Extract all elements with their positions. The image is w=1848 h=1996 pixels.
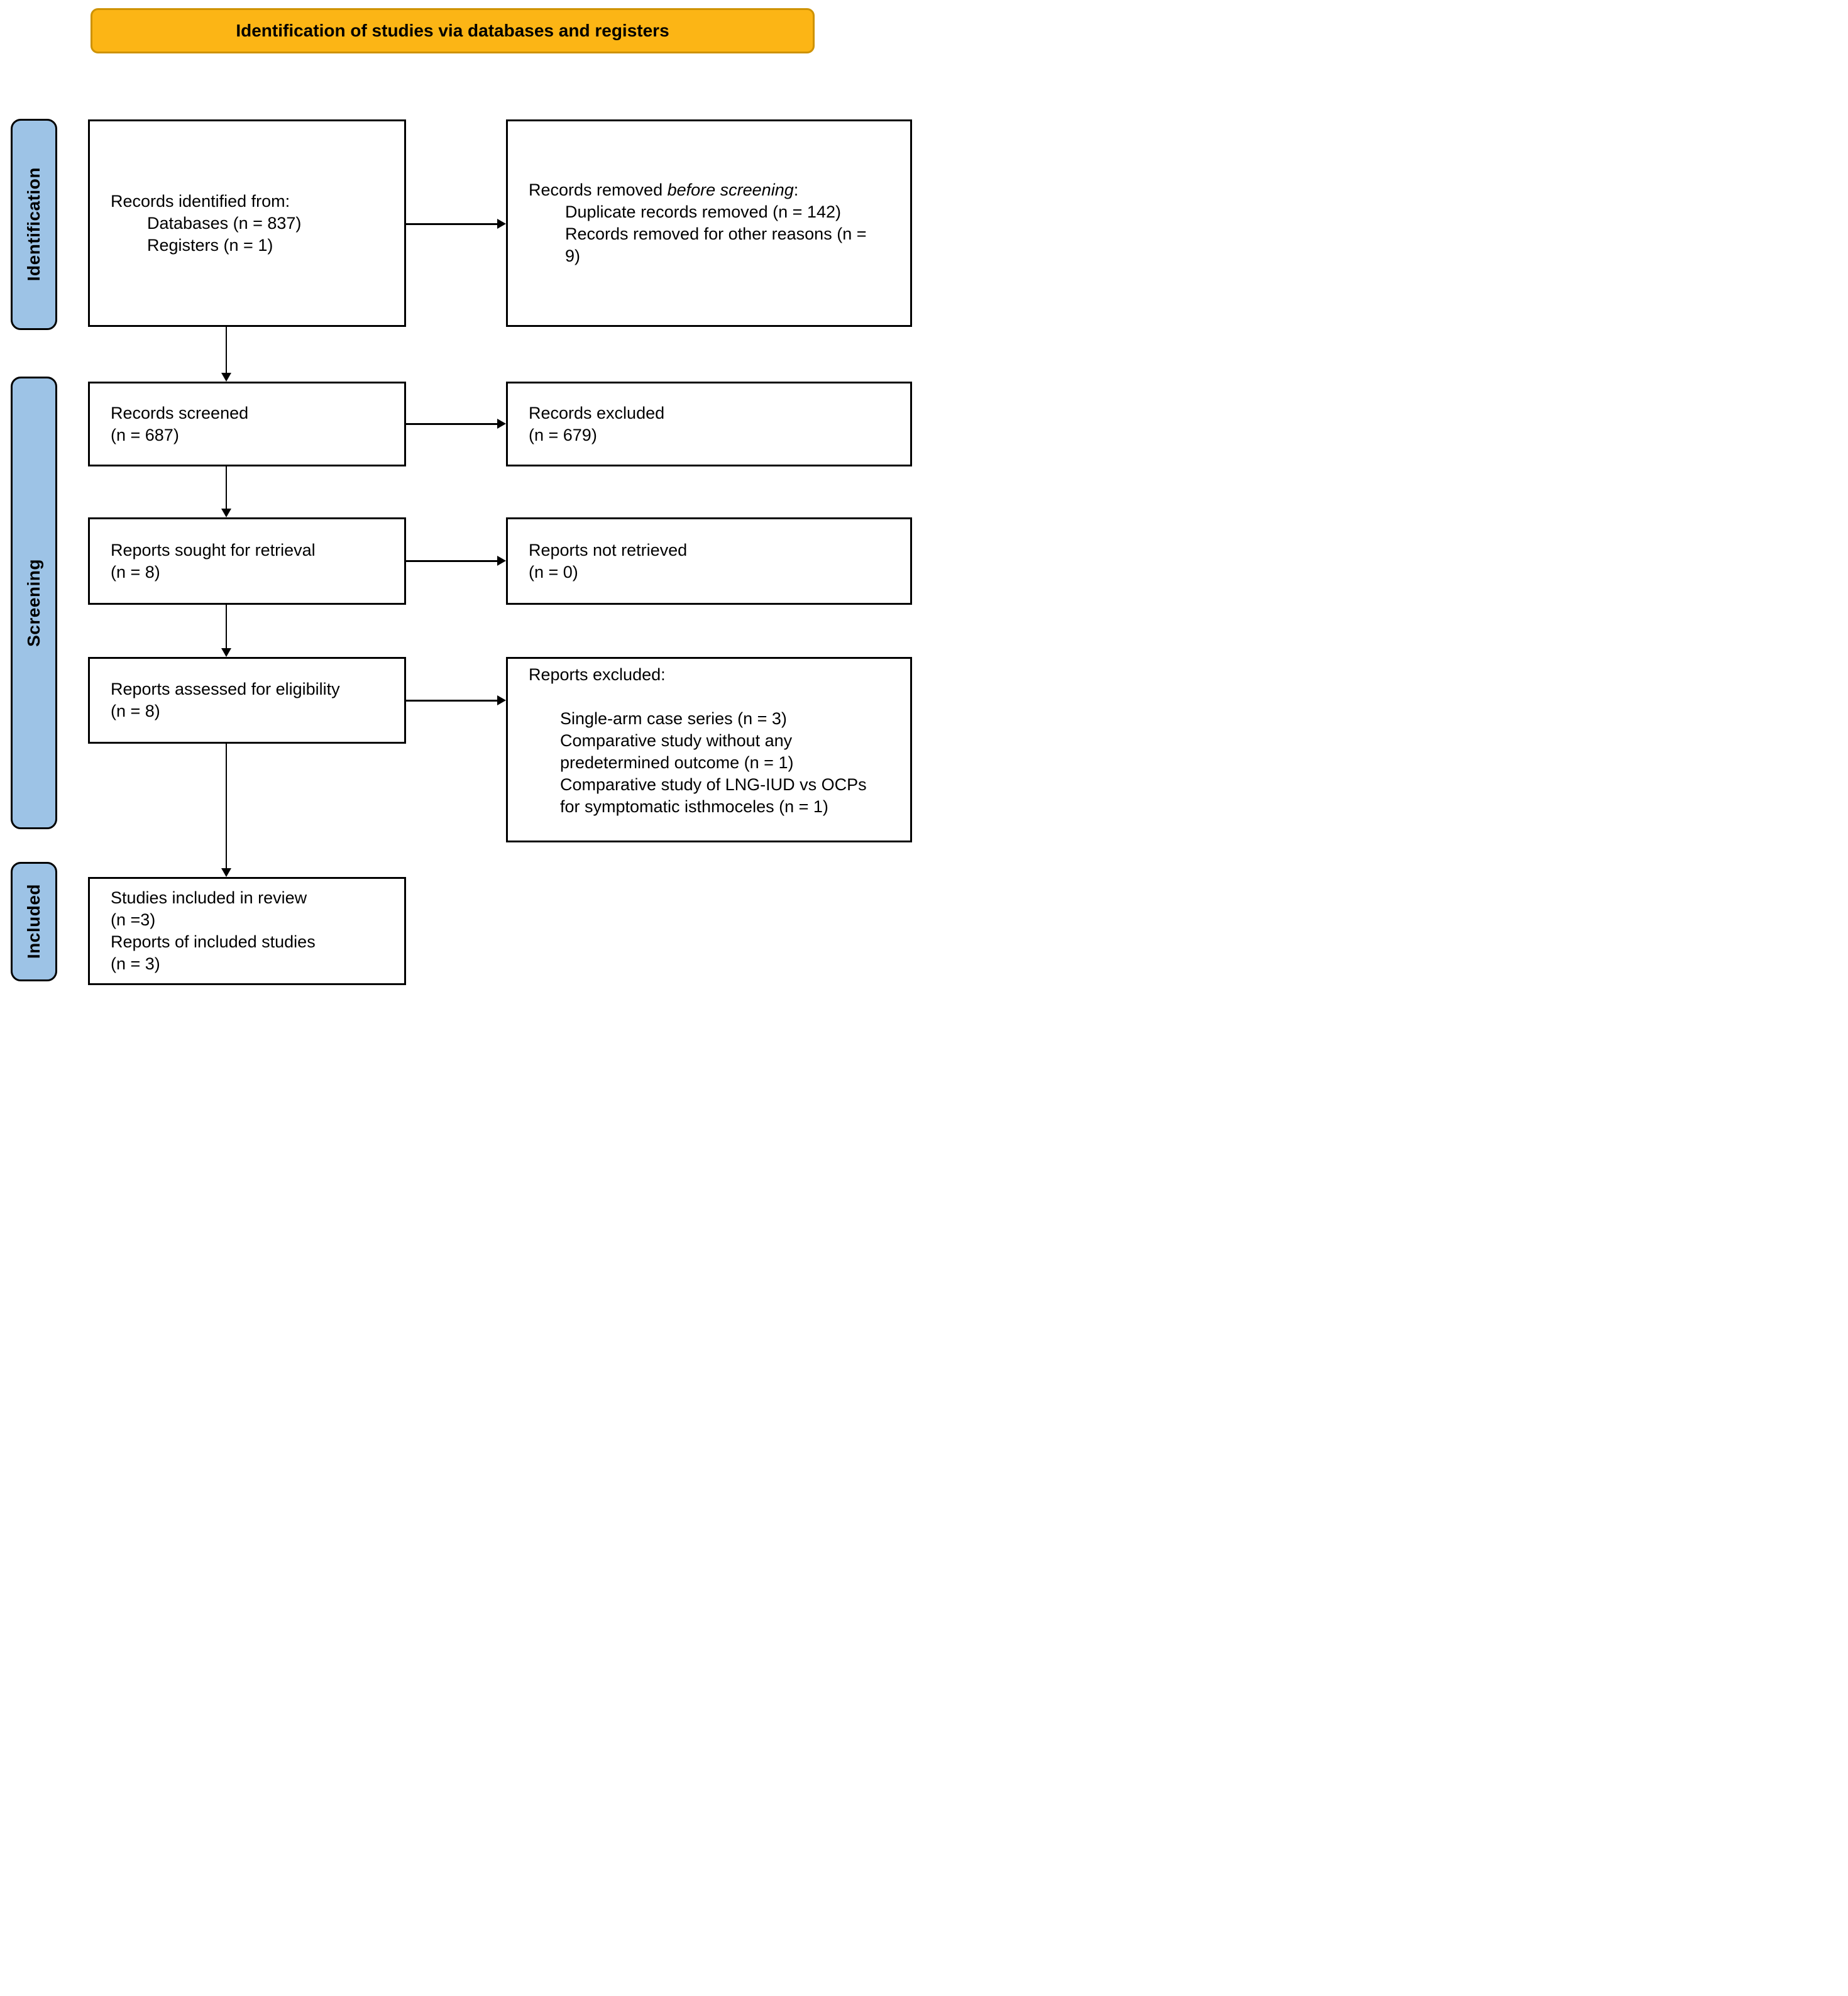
arrow-identified-to-removed: [406, 223, 498, 225]
arrow-sought-to-assessed: [226, 605, 227, 649]
arrow-sought-to-not-retrieved: [406, 560, 498, 562]
arrow-identified-to-screened: [226, 327, 227, 373]
arrow-assessed-to-included: [226, 744, 227, 869]
arrowhead-down-icon: [221, 509, 231, 517]
box-records-identified: Records identified from: Databases (n = …: [88, 119, 406, 327]
box-reports-not-retrieved: Reports not retrieved (n = 0): [506, 517, 912, 605]
box-line: Reports of included studies: [111, 932, 316, 951]
arrowhead-right-icon: [497, 219, 506, 229]
box-line: Records screened: [111, 403, 249, 422]
arrowhead-down-icon: [221, 648, 231, 657]
arrow-screened-to-sought: [226, 466, 227, 509]
box-line: Studies included in review: [111, 888, 307, 907]
italic-phrase: before screening: [667, 180, 794, 199]
box-records-excluded: Records excluded (n = 679): [506, 382, 912, 466]
box-line: Records removed before screening:: [529, 180, 799, 199]
arrowhead-right-icon: [497, 419, 506, 429]
prisma-flow-diagram: Identification of studies via databases …: [0, 0, 924, 998]
box-line: (n =3): [111, 910, 156, 929]
box-line: Comparative study without any: [560, 731, 793, 750]
header-banner: Identification of studies via databases …: [91, 8, 815, 53]
arrowhead-right-icon: [497, 695, 506, 705]
box-line: (n = 8): [111, 702, 160, 720]
box-studies-included-in-review: Studies included in review (n =3) Report…: [88, 877, 406, 985]
box-line: 9): [565, 246, 581, 265]
box-reports-excluded: Reports excluded: Single-arm case series…: [506, 657, 912, 842]
box-line: (n = 3): [111, 954, 160, 973]
box-line: Single-arm case series (n = 3): [560, 709, 787, 728]
box-line: Comparative study of LNG-IUD vs OCPs: [560, 775, 867, 794]
blank-line: [529, 686, 901, 708]
arrow-assessed-to-reports-excluded: [406, 700, 498, 702]
box-records-screened: Records screened (n = 687): [88, 382, 406, 466]
header-title: Identification of studies via databases …: [236, 21, 669, 40]
arrowhead-right-icon: [497, 556, 506, 566]
stage-bar-included: Included: [11, 862, 57, 981]
box-line: Records removed for other reasons (n =: [565, 224, 867, 243]
box-records-removed-before-screening: Records removed before screening: Duplic…: [506, 119, 912, 327]
stage-label-screening: Screening: [24, 559, 43, 647]
stage-label-identification: Identification: [24, 167, 43, 282]
box-line: Reports not retrieved: [529, 540, 688, 560]
box-line: Duplicate records removed (n = 142): [565, 202, 841, 221]
box-line: for symptomatic isthmoceles (n = 1): [560, 797, 828, 816]
box-line: Reports assessed for eligibility: [111, 680, 340, 698]
arrow-screened-to-excluded: [406, 423, 498, 425]
box-line: Databases (n = 837): [147, 213, 302, 233]
stage-label-included: Included: [24, 884, 43, 959]
box-reports-sought-for-retrieval: Reports sought for retrieval (n = 8): [88, 517, 406, 605]
box-line: Records excluded: [529, 403, 665, 422]
stage-bar-screening: Screening: [11, 377, 57, 829]
box-line: Records identified from:: [111, 191, 290, 211]
stage-bar-identification: Identification: [11, 119, 57, 330]
box-line: (n = 679): [529, 425, 597, 444]
box-line: Registers (n = 1): [147, 235, 273, 255]
box-line: Reports excluded:: [529, 665, 666, 684]
arrowhead-down-icon: [221, 868, 231, 877]
box-line: Reports sought for retrieval: [111, 540, 316, 560]
box-line: predetermined outcome (n = 1): [560, 753, 794, 772]
arrowhead-down-icon: [221, 373, 231, 382]
box-line: (n = 687): [111, 425, 179, 444]
box-reports-assessed-for-eligibility: Reports assessed for eligibility (n = 8): [88, 657, 406, 744]
box-line: (n = 8): [111, 562, 160, 582]
box-line: (n = 0): [529, 562, 578, 582]
